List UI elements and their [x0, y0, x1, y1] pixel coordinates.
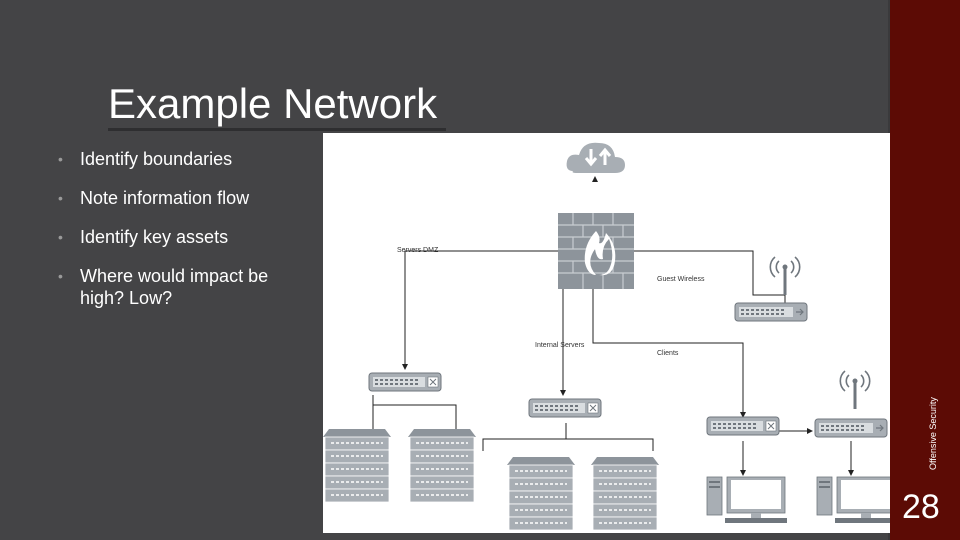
- wireless-router-icon: [734, 302, 808, 322]
- footer-vertical-label: Offensive Security: [928, 397, 938, 470]
- bullet-marker: •: [58, 151, 63, 167]
- firewall-icon: [558, 213, 634, 289]
- bullet-text: Note information flow: [80, 188, 250, 208]
- wireless-antenna-icon: [839, 370, 871, 410]
- network-links: [372, 250, 854, 476]
- bullet-marker: •: [58, 190, 63, 206]
- server-rack-icon: [407, 428, 477, 503]
- wireless-antenna-icon: [769, 256, 801, 296]
- network-diagram: Servers DMZ Guest Wireless Internal Serv…: [323, 133, 890, 533]
- bullet-marker: •: [58, 229, 63, 245]
- bullet-list: • Identify boundaries • Note information f…: [58, 148, 308, 326]
- workstation-icon: [816, 476, 890, 524]
- bullet-item: • Note information flow: [58, 187, 308, 209]
- sidebar-band: [890, 0, 960, 540]
- label-servers-dmz: Servers DMZ: [397, 247, 439, 254]
- cloud-icon: [566, 142, 625, 173]
- server-rack-icon: [506, 456, 576, 531]
- server-rack-icon: [323, 428, 392, 503]
- network-diagram-svg: Servers DMZ Guest Wireless Internal Serv…: [323, 142, 890, 531]
- title-underline: [108, 128, 446, 131]
- bullet-text: Identify boundaries: [80, 149, 233, 169]
- bullet-text: Where would impact be high? Low?: [80, 266, 269, 308]
- page-number: 28: [902, 488, 940, 526]
- label-clients: Clients: [657, 350, 679, 357]
- bullet-item: • Identify key assets: [58, 226, 308, 248]
- label-guest-wireless: Guest Wireless: [657, 276, 705, 283]
- bullet-text: Identify key assets: [80, 227, 229, 247]
- server-rack-icon: [590, 456, 660, 531]
- label-internal-servers: Internal Servers: [535, 342, 585, 349]
- slide-title: Example Network: [108, 80, 438, 127]
- switch-icon: [706, 416, 780, 436]
- wireless-router-icon: [814, 418, 888, 438]
- bullet-marker: •: [58, 268, 63, 284]
- switch-icon: [368, 372, 442, 392]
- bullet-item: • Identify boundaries: [58, 148, 308, 170]
- switch-icon: [528, 398, 602, 418]
- workstation-icon: [706, 476, 788, 524]
- bullet-item: • Where would impact be high? Low?: [58, 265, 308, 309]
